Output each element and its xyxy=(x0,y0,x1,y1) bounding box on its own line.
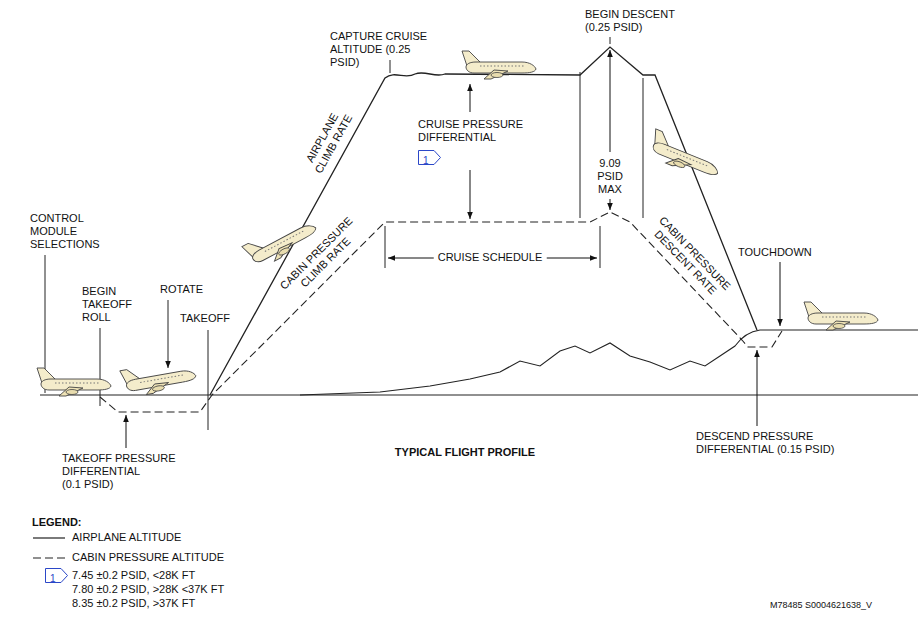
legend-line-sample xyxy=(32,533,66,543)
bracket-line xyxy=(385,226,386,268)
legend-text: CABIN PRESSURE ALTITUDE xyxy=(72,551,224,564)
callout-label: TAKEOFF PRESSURE DIFFERENTIAL (0.1 PSID) xyxy=(62,452,175,491)
legend-line-sample xyxy=(32,553,66,563)
dimension-arrow xyxy=(470,84,471,112)
rate-label: CABIN PRESSURE CLIMB RATE xyxy=(277,214,364,301)
flag-shape xyxy=(46,569,68,583)
legend-heading: LEGEND: xyxy=(32,516,82,529)
dimension-arrow xyxy=(610,199,611,210)
leader-line xyxy=(390,60,391,73)
dimension-label: CRUISE SCHEDULE xyxy=(434,251,547,264)
flag-shape xyxy=(419,151,441,165)
leader-arrow xyxy=(780,262,781,326)
bracket-line xyxy=(600,226,601,268)
leader-line xyxy=(610,37,611,44)
legend-item: AIRPLANE ALTITUDE xyxy=(32,531,181,544)
callout-label: TAKEOFF xyxy=(180,312,230,325)
rate-label: CABIN PRESSURE DESCENT RATE xyxy=(647,214,733,302)
callout-flag: 1 xyxy=(418,150,441,165)
airplane-icon xyxy=(804,302,878,330)
rate-label: AIRPLANE CLIMB RATE xyxy=(301,106,355,176)
callout-label: BEGIN TAKEOFF ROLL xyxy=(82,285,132,324)
leader-arrow xyxy=(168,300,169,368)
figure-title: TYPICAL FLIGHT PROFILE xyxy=(395,446,535,459)
note-text: 7.45 ±0.2 PSID, <28K FT xyxy=(72,569,195,582)
callout-label: BEGIN DESCENT (0.25 PSID) xyxy=(585,8,675,34)
legend-text: AIRPLANE ALTITUDE xyxy=(72,531,181,544)
callout-label: CAPTURE CRUISE ALTITUDE (0.25 PSID) xyxy=(330,30,427,69)
airplane-icon xyxy=(645,129,724,183)
flag-outline xyxy=(45,568,68,583)
legend-line xyxy=(33,557,65,558)
flag-outline xyxy=(418,150,441,165)
legend-line xyxy=(33,537,65,538)
leader-arrow xyxy=(126,415,127,448)
bracket-line xyxy=(580,72,581,218)
note-text: 7.80 ±0.2 PSID, >28K <37K FT xyxy=(72,583,224,596)
bracket-line xyxy=(643,78,644,218)
callout-number: 1 xyxy=(45,572,56,585)
legend-item: CABIN PRESSURE ALTITUDE xyxy=(32,551,224,564)
callout-label: DESCEND PRESSURE DIFFERENTIAL (0.15 PSID… xyxy=(696,430,834,456)
dimension-label: 9.09 PSID MAX xyxy=(597,157,623,196)
dimension-arrow xyxy=(610,50,611,152)
cabin-altitude-line xyxy=(100,212,782,412)
callout-label: CONTROL MODULE SELECTIONS xyxy=(30,212,100,251)
drawing-number: M78485 S0004621638_V xyxy=(770,600,872,611)
leader-arrow xyxy=(757,350,758,426)
terrain-line xyxy=(300,330,918,395)
note-text: 8.35 ±0.2 PSID, >37K FT xyxy=(72,597,195,610)
airplane-icon xyxy=(120,358,198,398)
leader-line xyxy=(208,330,209,430)
leader-line xyxy=(100,328,101,406)
callout-label: TOUCHDOWN xyxy=(738,246,812,259)
airplane-altitude-line xyxy=(210,47,757,395)
ground-line xyxy=(40,394,918,395)
airplane-icon xyxy=(462,51,536,79)
callout-label: ROTATE xyxy=(160,283,203,296)
dimension-arrow xyxy=(470,170,471,219)
airplane-icon xyxy=(37,368,111,396)
callout-label: CRUISE PRESSURE DIFFERENTIAL xyxy=(418,118,523,144)
callout-number: 1 xyxy=(418,154,429,167)
callout-flag: 1 xyxy=(45,568,68,583)
